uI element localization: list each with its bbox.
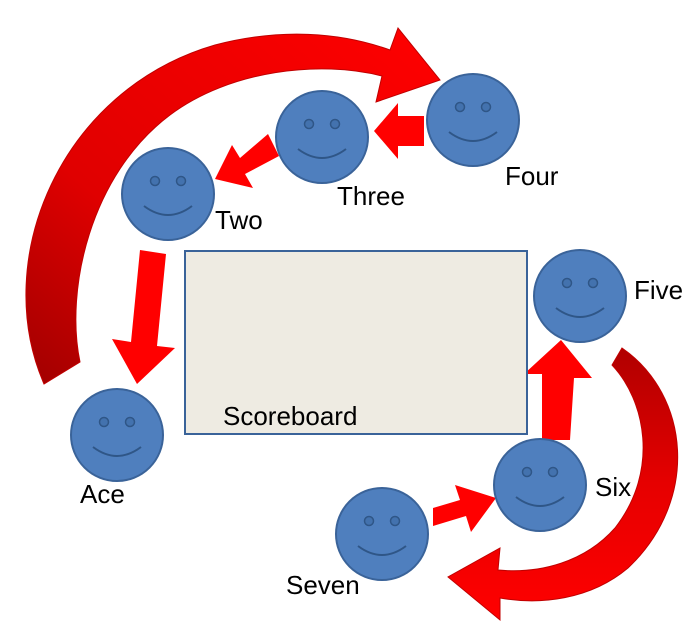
arrow-two-to-ace-icon: [112, 250, 175, 384]
scoreboard-label: Scoreboard: [223, 401, 357, 431]
player-four-label: Four: [505, 161, 559, 191]
arrow-seven-to-six-icon: [433, 485, 496, 532]
player-six-face-icon: [493, 438, 587, 532]
player-three-label: Three: [337, 181, 405, 211]
arrow-three-to-two-icon: [215, 134, 279, 188]
right-curved-arrow-icon: [447, 347, 679, 622]
player-six-label: Six: [595, 472, 631, 502]
player-ace-face-icon: [70, 388, 164, 482]
player-seven-label: Seven: [286, 570, 360, 600]
arrow-four-to-three-icon: [374, 103, 424, 159]
player-three-face-icon: [275, 90, 369, 184]
scoreboard-box: [184, 250, 528, 435]
arrow-six-to-five-icon: [524, 340, 592, 440]
player-four-face-icon: [426, 73, 520, 167]
player-two-face-icon: [121, 147, 215, 241]
player-five-face-icon: [533, 249, 627, 343]
player-seven-face-icon: [335, 487, 429, 581]
big-curved-arrow-icon: [25, 26, 441, 385]
player-two-label: Two: [215, 205, 263, 235]
player-five-label: Five: [634, 275, 683, 305]
player-ace-label: Ace: [80, 479, 125, 509]
